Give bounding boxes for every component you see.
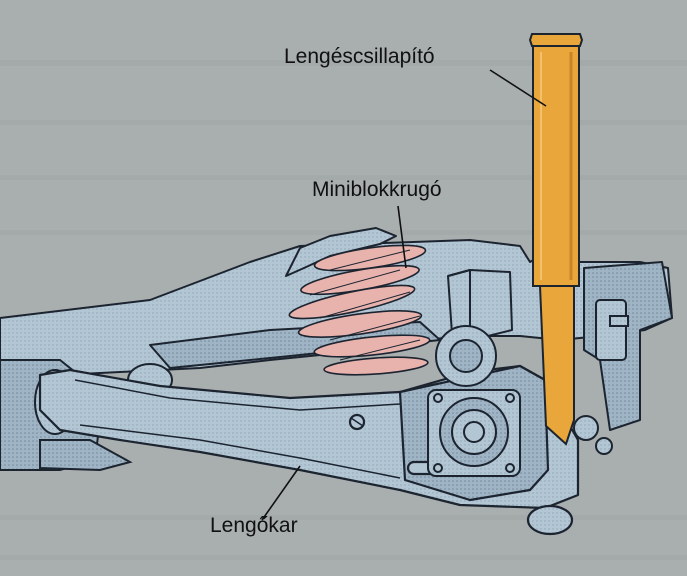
wheel-hub [427,325,521,477]
leader-lines [261,69,547,521]
leader-line-shock-absorber [489,69,547,107]
leader-line-mini-block-spring [397,205,407,269]
page-background-texture [0,60,687,560]
mini-block-spring [288,244,431,376]
label-trailing-arm: Lengőkar [210,514,298,537]
label-shock-absorber: Lengéscsillapító [284,45,435,68]
shock-absorber [528,33,584,446]
leader-line-trailing-arm [261,465,301,521]
shock-lower-mount [573,299,629,455]
label-mini-block-spring: Miniblokkrugó [312,178,442,201]
